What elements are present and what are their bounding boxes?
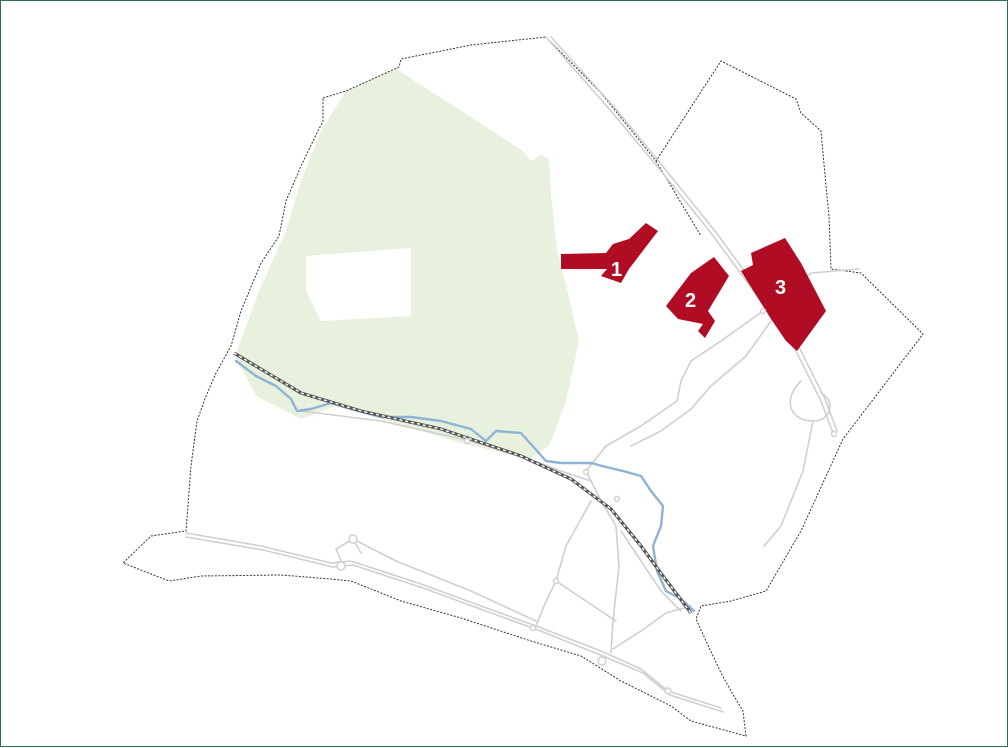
site-1-label: 1 (611, 259, 622, 281)
road-junction-loop (335, 538, 362, 562)
study-area-boundary (122, 36, 924, 737)
main-road-north-parallel (550, 36, 838, 432)
railway-line (233, 351, 693, 614)
junction-marker (348, 534, 358, 544)
woodland-area (235, 67, 579, 459)
road-south-spur (352, 538, 537, 622)
junction-marker (529, 624, 537, 632)
junction-markers (336, 307, 838, 695)
junction-marker (664, 687, 672, 695)
road-inner-south (620, 530, 682, 612)
site-2[interactable]: 2 (666, 257, 729, 338)
junction-marker (582, 468, 590, 476)
junction-marker (759, 307, 767, 315)
road-south-east (763, 420, 814, 547)
site-2-polygon[interactable] (666, 257, 729, 338)
site-2-label: 2 (685, 290, 696, 312)
road-west-branch-2 (630, 320, 772, 447)
junction-marker (597, 656, 607, 666)
road-west-branch (585, 310, 764, 472)
road-south-main-2 (185, 536, 724, 713)
road-south-main (185, 532, 722, 709)
road-link-middle-2 (555, 580, 617, 622)
junction-marker (613, 495, 621, 503)
road-loop (789, 380, 831, 422)
site-3-label: 3 (775, 277, 786, 299)
junction-marker (336, 561, 346, 571)
road-network (185, 36, 860, 713)
river (234, 359, 696, 613)
site-1[interactable]: 1 (561, 223, 658, 283)
main-road-north (545, 36, 834, 434)
road-southern-spine (585, 470, 620, 654)
junction-marker (463, 437, 471, 445)
site-3[interactable]: 3 (741, 238, 826, 351)
road-junction-right (612, 605, 692, 650)
site-3-polygon[interactable] (741, 238, 826, 351)
junction-marker (552, 577, 560, 585)
road-link-middle (535, 500, 592, 627)
site-1-polygon[interactable] (561, 223, 658, 283)
junction-marker (830, 430, 838, 438)
